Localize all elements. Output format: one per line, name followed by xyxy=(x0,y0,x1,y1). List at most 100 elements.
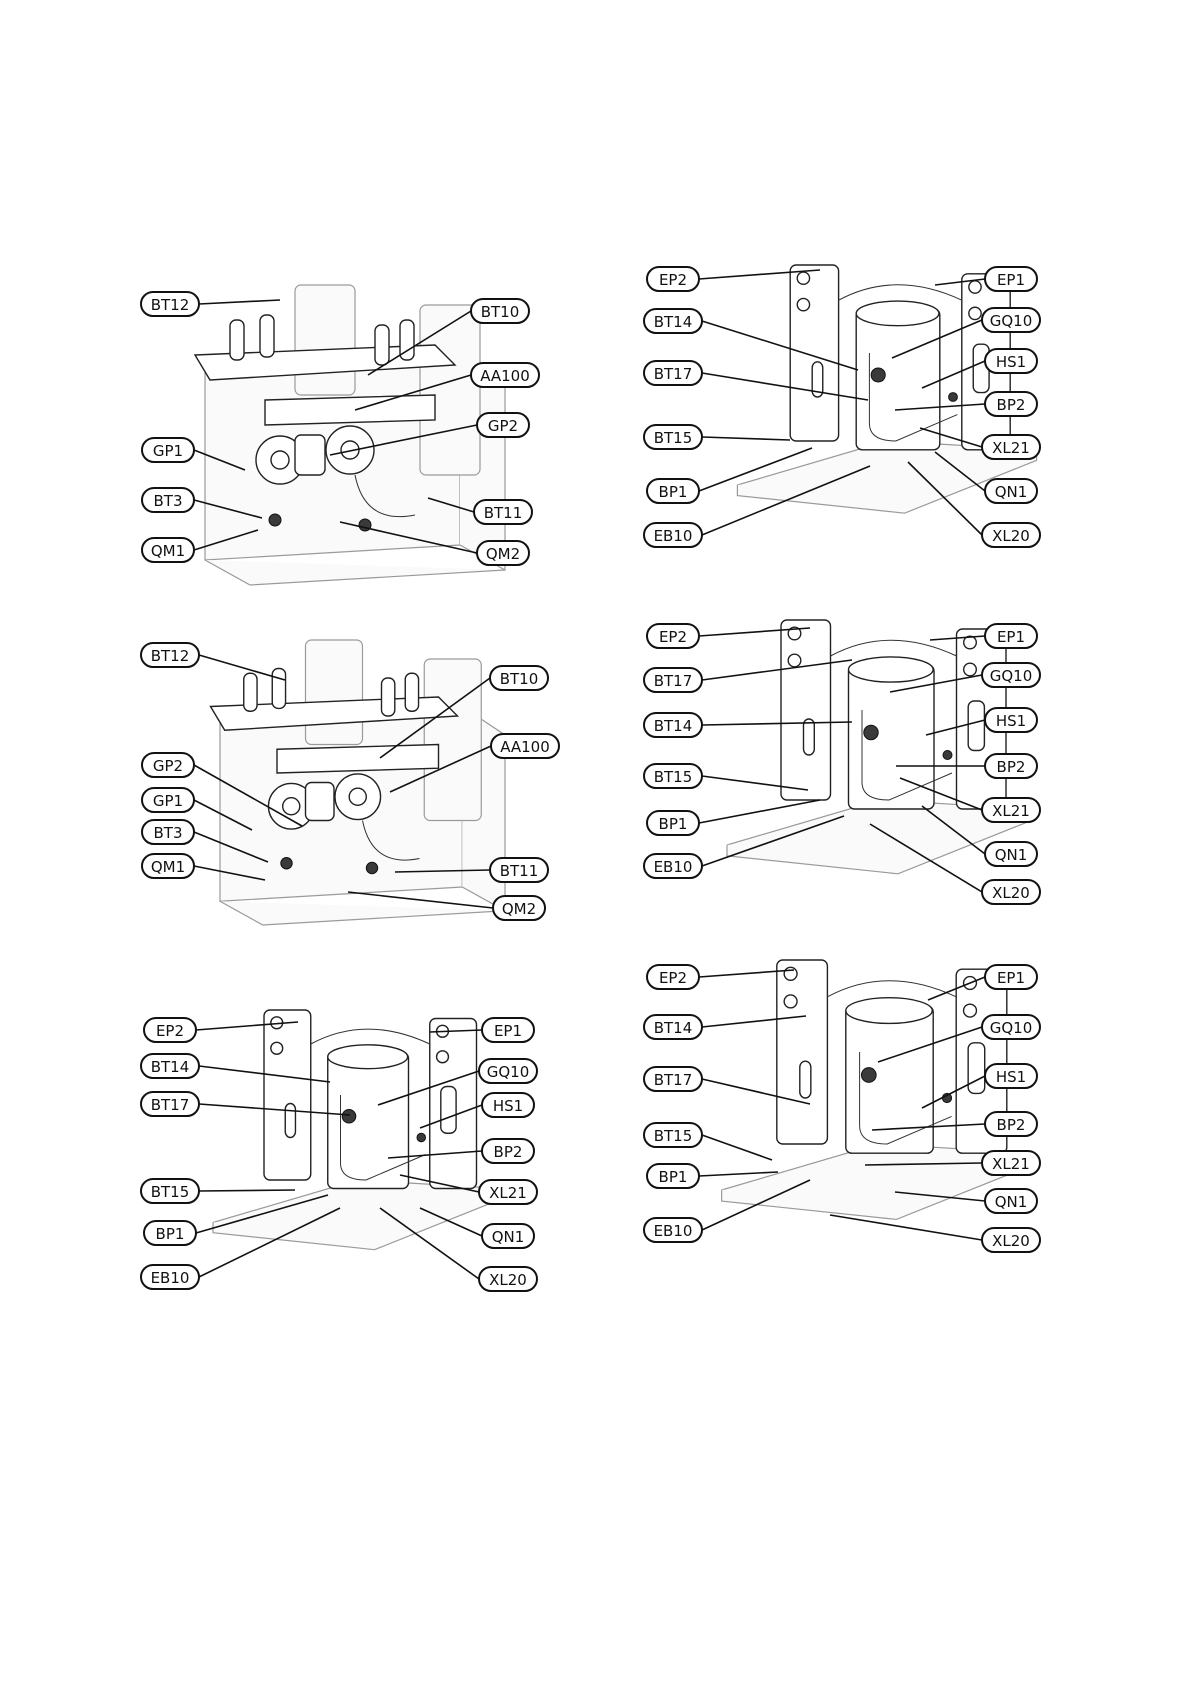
leader-line-xl20 xyxy=(907,461,983,536)
callout-text: XL21 xyxy=(992,1155,1030,1173)
leader-line-bt17 xyxy=(701,372,869,401)
callout-text: EP2 xyxy=(659,628,687,646)
callout-text: EP2 xyxy=(659,271,687,289)
callout-text: BT3 xyxy=(154,492,183,510)
callout-text: XL20 xyxy=(489,1271,527,1289)
callout-text: GQ10 xyxy=(990,1019,1033,1037)
leader-line-bp1 xyxy=(698,447,813,492)
callout-text: GQ10 xyxy=(487,1063,530,1081)
callout-text: BT17 xyxy=(654,1071,693,1089)
callout-qn1: QN1 xyxy=(984,841,1038,867)
callout-bt14: BT14 xyxy=(140,1053,200,1079)
callout-bp2: BP2 xyxy=(481,1138,535,1164)
callout-text: XL21 xyxy=(992,802,1030,820)
compressor-unit-illustration-1 xyxy=(736,264,1038,514)
callout-bt15: BT15 xyxy=(643,1122,703,1148)
callout-text: BT14 xyxy=(654,313,693,331)
leader-line-qm2 xyxy=(347,891,494,909)
callout-text: BT14 xyxy=(151,1058,190,1076)
callout-text: GQ10 xyxy=(990,312,1033,330)
callout-text: BT17 xyxy=(654,365,693,383)
callout-ep1: EP1 xyxy=(984,964,1038,990)
leader-line-bp2 xyxy=(871,1123,986,1131)
callout-gp1: GP1 xyxy=(141,787,195,813)
callout-text: BP2 xyxy=(997,396,1026,414)
callout-text: HS1 xyxy=(493,1097,523,1115)
callout-gq10: GQ10 xyxy=(478,1058,538,1084)
callout-bt17: BT17 xyxy=(140,1091,200,1117)
callout-xl20: XL20 xyxy=(981,522,1041,548)
callout-hs1: HS1 xyxy=(984,707,1038,733)
callout-xl21: XL21 xyxy=(981,434,1041,460)
callout-text: QN1 xyxy=(995,483,1028,501)
callout-text: BP2 xyxy=(494,1143,523,1161)
leader-line-hs1 xyxy=(921,1075,986,1109)
callout-text: BT12 xyxy=(151,647,190,665)
callout-xl21: XL21 xyxy=(981,797,1041,823)
leader-line-gq10 xyxy=(891,319,983,359)
hydro-unit-illustration-1 xyxy=(193,284,506,586)
leader-line-bp2 xyxy=(894,403,986,411)
callout-xl21: XL21 xyxy=(478,1179,538,1205)
callout-qm2: QM2 xyxy=(476,540,530,566)
unit-illustrations xyxy=(193,264,1038,1251)
callout-text: EP2 xyxy=(659,969,687,987)
leader-line-bt14 xyxy=(701,320,859,371)
callout-eb10: EB10 xyxy=(643,522,703,548)
hydro-unit-illustration-2 xyxy=(209,639,506,926)
callout-eb10: EB10 xyxy=(643,1217,703,1243)
leader-line-bt14 xyxy=(198,1065,331,1083)
leader-line-xl20 xyxy=(379,1207,480,1280)
leader-line-bt15 xyxy=(701,436,791,441)
leader-line-hs1 xyxy=(921,360,986,389)
callout-text: BT15 xyxy=(654,429,693,447)
leader-line-bt15 xyxy=(701,1134,773,1161)
leader-line-qm1 xyxy=(193,529,259,551)
callout-text: EP1 xyxy=(494,1022,522,1040)
leader-line-xl21 xyxy=(919,427,983,448)
callout-eb10: EB10 xyxy=(643,853,703,879)
callout-bp2: BP2 xyxy=(984,1111,1038,1137)
callout-aa100: AA100 xyxy=(490,733,560,759)
callout-bp1: BP1 xyxy=(646,1163,700,1189)
callout-text: BP1 xyxy=(659,1168,688,1186)
leader-line-xl21 xyxy=(399,1174,480,1193)
callout-ep2: EP2 xyxy=(646,623,700,649)
callout-text: EB10 xyxy=(654,1222,693,1240)
leader-line-xl20 xyxy=(829,1214,983,1241)
callout-text: GP1 xyxy=(153,442,183,460)
callout-text: BP1 xyxy=(659,483,688,501)
callout-gq10: GQ10 xyxy=(981,1014,1041,1040)
callout-text: BT12 xyxy=(151,296,190,314)
callout-text: EP1 xyxy=(997,271,1025,289)
callout-text: XL21 xyxy=(992,439,1030,457)
callout-ep1: EP1 xyxy=(984,266,1038,292)
callout-text: AA100 xyxy=(500,738,550,756)
callout-text: EP1 xyxy=(997,628,1025,646)
callout-text: BP2 xyxy=(997,1116,1026,1134)
callout-text: QN1 xyxy=(995,846,1028,864)
callout-text: XL21 xyxy=(489,1184,527,1202)
callout-text: QM2 xyxy=(486,545,520,563)
callout-bt10: BT10 xyxy=(489,665,549,691)
callout-qn1: QN1 xyxy=(481,1223,535,1249)
leader-line-gq10 xyxy=(377,1070,480,1106)
callout-qm1: QM1 xyxy=(141,853,195,879)
leader-line-xl21 xyxy=(864,1162,983,1166)
callout-text: EB10 xyxy=(654,858,693,876)
callout-text: BT17 xyxy=(654,672,693,690)
callout-qn1: QN1 xyxy=(984,478,1038,504)
callout-bt15: BT15 xyxy=(643,424,703,450)
callout-bt11: BT11 xyxy=(473,499,533,525)
callout-gp2: GP2 xyxy=(476,412,530,438)
leader-line-gp2 xyxy=(329,424,478,456)
compressor-unit-illustration-4 xyxy=(721,959,1035,1221)
callout-qn1: QN1 xyxy=(984,1188,1038,1214)
callout-text: EP1 xyxy=(997,969,1025,987)
callout-bp1: BP1 xyxy=(143,1220,197,1246)
leader-line-bp1 xyxy=(698,799,821,824)
leader-line-bt11 xyxy=(394,869,491,873)
callout-text: QM2 xyxy=(502,900,536,918)
callout-hs1: HS1 xyxy=(984,1063,1038,1089)
callout-ep2: EP2 xyxy=(646,964,700,990)
